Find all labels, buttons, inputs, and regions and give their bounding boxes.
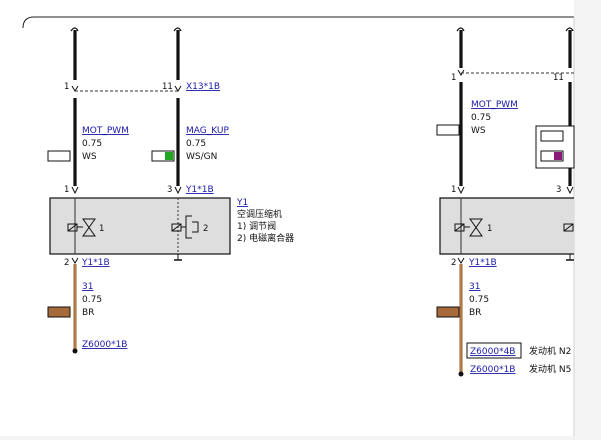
signal-link-31[interactable]: 31 (82, 282, 93, 292)
control-valve-icon (454, 218, 483, 237)
pin-hook (457, 257, 465, 264)
wire-size: 0.75 (82, 295, 102, 305)
ground-point-box: Z6000*4B (466, 342, 522, 359)
pin-number: 1 (451, 185, 456, 195)
subcomponent-number: 1 (99, 224, 104, 234)
ground-point-desc: 发动机 N2 (529, 345, 571, 357)
wire-color-swatch-brown (47, 306, 71, 318)
ground-point-link[interactable]: Z6000*4B (470, 347, 515, 357)
wire-color-code: WS/GN (186, 152, 217, 162)
wire-color-swatch-brown (436, 306, 460, 318)
pin-number: 2 (451, 258, 456, 268)
subcomponent-number: 2 (203, 224, 208, 234)
connector-link-y1[interactable]: Y1*1B (185, 185, 214, 195)
viewer-right-gutter (575, 0, 601, 436)
pin-number: 3 (556, 185, 561, 195)
sheet-border (22, 16, 574, 29)
wire-color-swatch-white (540, 130, 564, 142)
component-item: 2) 电磁离合器 (237, 232, 294, 244)
wire-size: 0.75 (469, 295, 489, 305)
component-link-y1[interactable]: Y1 (236, 198, 248, 208)
connector-link-x13[interactable]: X13*1B (186, 82, 220, 92)
wire-color-swatch-white-purple (540, 150, 564, 162)
wire-size: 0.75 (82, 139, 102, 149)
wire-size: 0.75 (186, 139, 206, 149)
ground-point-link[interactable]: Z6000*1B (82, 340, 127, 350)
wire-color-legend-box (535, 125, 575, 169)
wire-color-stripe-green (165, 152, 173, 160)
wire-size: 0.75 (471, 113, 491, 123)
signal-link-mot-pwm-right[interactable]: MOT_PWM (471, 100, 518, 110)
pin-hook (71, 186, 79, 195)
control-valve-icon (67, 218, 96, 237)
pin-number: 1 (451, 73, 456, 83)
ground-point-link[interactable]: Z6000*1B (470, 365, 515, 375)
pin-hook (71, 257, 79, 264)
pin-hook (174, 186, 182, 195)
wire-color-code: BR (469, 308, 481, 318)
component-y1-compressor: 1 2 (49, 197, 231, 261)
wire-color-swatch-white-green (151, 150, 175, 162)
pin-number: 11 (162, 82, 173, 92)
component-item: 1) 调节阀 (237, 221, 276, 232)
ground-icon (566, 254, 574, 261)
signal-link-31-right[interactable]: 31 (469, 282, 480, 292)
component-box (439, 197, 574, 255)
signal-link-mag-kup[interactable]: MAG_KUP (186, 126, 229, 136)
ground-point-dot (72, 348, 78, 354)
wire-color-stripe-purple (554, 152, 562, 160)
pin-number: 2 (64, 258, 69, 268)
pin-hook (457, 186, 465, 195)
wire-break-symbol (456, 27, 465, 32)
component-y1-compressor-right: 1 (439, 197, 574, 261)
ground-point-dot (458, 371, 464, 377)
magnetic-clutch-icon (171, 215, 199, 239)
wire-color-swatch-white (47, 150, 71, 162)
pin-number: 11 (553, 73, 564, 83)
subcomponent-number: 1 (487, 224, 492, 234)
ground-icon (174, 254, 182, 261)
wire-mot-pwm (70, 27, 79, 186)
connector-x13: 1 11 X13*1B (64, 82, 220, 92)
wire-color-code: BR (82, 308, 94, 318)
pin-number: 3 (167, 185, 172, 195)
signal-link-mot-pwm[interactable]: MOT_PWM (82, 126, 129, 136)
ground-point-desc: 发动机 N5 (529, 363, 571, 375)
pin-number: 1 (64, 185, 69, 195)
pin-hook (566, 186, 574, 195)
pin-number: 1 (64, 82, 69, 92)
connector-hook (457, 69, 465, 76)
wire-break-symbol (173, 27, 182, 32)
component-name: 空调压缩机 (237, 208, 282, 220)
wire-mag-kup (173, 27, 182, 186)
connector-link-y1-ground[interactable]: Y1*1B (81, 258, 110, 268)
wire-color-swatch-white (436, 124, 460, 136)
wire-color-code: WS (471, 126, 486, 136)
wire-color-code: WS (82, 152, 97, 162)
magnetic-clutch-icon-partial (563, 223, 574, 232)
wire-break-symbol (70, 27, 79, 32)
component-box (49, 197, 231, 255)
connector-link-y1-ground-right[interactable]: Y1*1B (468, 258, 497, 268)
wire-break-symbol (565, 27, 574, 32)
